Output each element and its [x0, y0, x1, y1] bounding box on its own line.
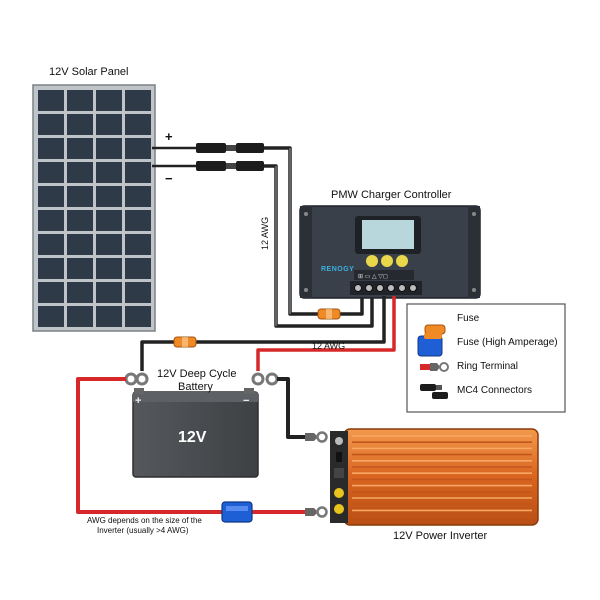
mc4-connector-positive [196, 143, 264, 153]
solar-cell [38, 234, 64, 255]
solar-panel [32, 84, 156, 332]
controller-title: PMW Charger Controller [331, 189, 452, 201]
awg-label-horizontal: 12 AWG [312, 341, 346, 351]
solar-cell [67, 282, 93, 303]
solar-cell [125, 186, 151, 207]
solar-cell [96, 258, 122, 279]
solar-cell [125, 234, 151, 255]
solar-cell [125, 138, 151, 159]
solar-cell [38, 258, 64, 279]
solar-cell [125, 258, 151, 279]
solar-cell [67, 258, 93, 279]
battery-inverter-wires [76, 377, 308, 514]
svg-text:⊞ ▭ △ ▽◻: ⊞ ▭ △ ▽◻ [358, 274, 388, 280]
panel-controller-wires [264, 146, 374, 328]
charge-controller: ⊞ ▭ △ ▽◻ [299, 205, 481, 299]
mc4-connector-icon [420, 384, 448, 399]
controller-terminal [376, 284, 384, 292]
legend-item-mc4-connectors: MC4 Connectors [457, 385, 533, 396]
solar-cell [96, 90, 122, 111]
battery [132, 388, 259, 478]
wire-size-note-line1: AWG depends on the size of the [87, 516, 202, 525]
inverter-ring-terminals [305, 431, 328, 518]
mc4-connector-negative [196, 161, 264, 171]
controller-terminal [398, 284, 406, 292]
battery-minus-sign: − [243, 395, 250, 407]
legend-item-high-amperage-fuse: Fuse (High Amperage) [457, 337, 558, 348]
solar-cell [67, 234, 93, 255]
solar-cell [96, 282, 122, 303]
high-amperage-fuse-icon [417, 333, 443, 357]
battery-voltage: 12V [178, 429, 207, 446]
solar-cell [67, 210, 93, 231]
solar-cell [96, 162, 122, 183]
solar-cell [125, 90, 151, 111]
wire-size-note-line2: Inverter (usually >4 AWG) [97, 526, 189, 535]
fuse-battery [173, 336, 197, 348]
solar-cell [96, 210, 122, 231]
solar-cell [67, 114, 93, 135]
controller-button-3 [396, 255, 408, 267]
controller-terminal [409, 284, 417, 292]
lcd-screen [362, 220, 414, 249]
legend-item-fuse: Fuse [457, 313, 480, 324]
solar-cells [38, 90, 151, 327]
panel-minus-sign: − [165, 171, 173, 186]
solar-cell [67, 306, 93, 327]
ring-terminal-icon [420, 362, 449, 372]
controller-button-2 [381, 255, 393, 267]
solar-cell [38, 282, 64, 303]
solar-cell [38, 114, 64, 135]
solar-cell [96, 114, 122, 135]
solar-cell [38, 138, 64, 159]
solar-cell [67, 138, 93, 159]
battery-title-line2: Battery [178, 381, 213, 393]
solar-cell [125, 162, 151, 183]
solar-cell [67, 162, 93, 183]
solar-cell [67, 90, 93, 111]
controller-battery-wires [140, 296, 396, 371]
solar-cell [38, 162, 64, 183]
solar-panel-title: 12V Solar Panel [49, 66, 129, 78]
battery-plus-sign: + [135, 395, 142, 407]
panel-plus-sign: + [165, 129, 173, 144]
controller-terminal [365, 284, 373, 292]
high-amperage-fuse [221, 501, 253, 523]
solar-cell [125, 114, 151, 135]
inverter-title: 12V Power Inverter [393, 530, 488, 542]
panel-leads [152, 146, 196, 168]
legend-box [406, 303, 566, 413]
solar-cell [96, 186, 122, 207]
solar-cell [38, 210, 64, 231]
solar-cell [38, 90, 64, 111]
fuse-panel [317, 308, 341, 320]
controller-terminal [387, 284, 395, 292]
solar-cell [67, 186, 93, 207]
solar-cell [125, 306, 151, 327]
solar-cell [125, 210, 151, 231]
battery-title-line1: 12V Deep Cycle [157, 368, 237, 380]
controller-button-1 [366, 255, 378, 267]
controller-terminal [354, 284, 362, 292]
controller-terminals [354, 284, 417, 292]
controller-brand: RENOGY [321, 266, 355, 273]
solar-cell [96, 306, 122, 327]
solar-cell [96, 234, 122, 255]
power-inverter [330, 428, 539, 526]
fuse-icon [424, 324, 446, 335]
inverter-fins [352, 435, 532, 518]
solar-cell [38, 306, 64, 327]
solar-cell [96, 138, 122, 159]
legend-item-ring-terminal: Ring Terminal [457, 361, 518, 372]
solar-cell [125, 282, 151, 303]
awg-label-vertical: 12 AWG [260, 216, 270, 250]
solar-cell [38, 186, 64, 207]
